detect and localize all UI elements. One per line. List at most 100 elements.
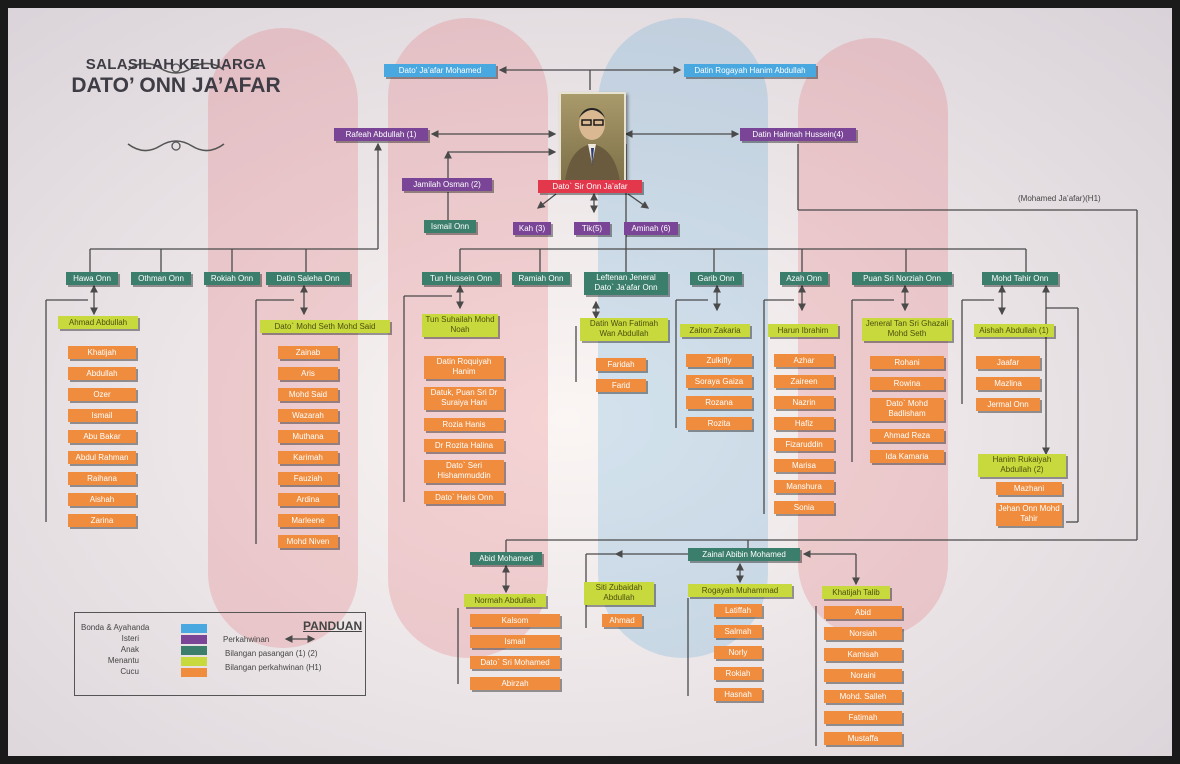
grandchild-khatijah: Kamisah [824, 648, 902, 661]
grandchild-garib: Soraya Gaiza [686, 375, 752, 388]
grandchild-saleha: Marleene [278, 514, 338, 527]
child-hussein: Tun Hussein Onn [422, 272, 500, 285]
child-norziah: Puan Sri Norziah Onn [852, 272, 952, 285]
grandchild-rogayah: Salmah [714, 625, 762, 638]
legend-label: Isteri [121, 634, 139, 643]
inlaw-aishah: Aishah Abdullah (1) [974, 324, 1054, 337]
spouse-rafeah: Rafeah Abdullah (1) [334, 128, 428, 141]
inlaw-mohd-seth: Dato` Mohd Seth Mohd Said [260, 320, 390, 333]
background-shape [388, 18, 548, 658]
grandchild-garib: Zulkifly [686, 354, 752, 367]
family-tree-board: SALASILAH KELUARGA DATO’ ONN JA’AFAR Dat… [8, 8, 1172, 756]
grandchild-tahir2: Jehan Onn Mohd Tahir [996, 503, 1062, 526]
inlaw-ahmad-abdullah: Ahmad Abdullah [58, 316, 138, 329]
title-line-2: DATO’ ONN JA’AFAR [71, 74, 281, 97]
inlaw-suhailah: Tun Suhailah Mohd Noah [422, 314, 498, 337]
grandchild-rogayah: Latiffah [714, 604, 762, 617]
legend-label: Bonda & Ayahanda [81, 623, 150, 632]
grandchild-azah: Nazrin [774, 396, 834, 409]
spouse-halimah: Datin Halimah Hussein(4) [740, 128, 856, 141]
annotation-text: (Mohamed Ja’afar)(H1) [1018, 194, 1101, 203]
grandchild-azah: Hafiz [774, 417, 834, 430]
legend-swatch [181, 646, 207, 655]
inlaw-wan-fatimah: Datin Wan Fatimah Wan Abdullah [580, 318, 668, 341]
grandchild-hawa: Abdullah [68, 367, 136, 380]
grandchild-azah: Zaireen [774, 375, 834, 388]
grandchild-rogayah: Norly [714, 646, 762, 659]
grandchild-hawa: Khatijah [68, 346, 136, 359]
legend-label: Anak [120, 645, 139, 654]
grandchild-azah: Sonia [774, 501, 834, 514]
grandchild-khatijah: Noraini [824, 669, 902, 682]
grandchild-azah: Fizaruddin [774, 438, 834, 451]
legend-swatch [181, 624, 207, 633]
portrait-image [559, 92, 626, 184]
inlaw-rogayah: Rogayah Muhammad [688, 584, 792, 597]
inlaw-ghazali: Jeneral Tan Sri Ghazali Mohd Seth [862, 318, 952, 341]
grandchild-norziah: Ida Kamaria [870, 450, 944, 463]
grandchild-tahir2: Mazhani [996, 482, 1062, 495]
child-ismail-onn: Ismail Onn [424, 220, 476, 233]
grandchild-hussein: Dato` Haris Onn [424, 491, 504, 504]
legend-title: PANDUAN [303, 619, 363, 633]
grandchild-tahir: Jermal Onn [976, 398, 1040, 411]
grandchild-garib: Rozita [686, 417, 752, 430]
grandchild-norziah: Rohani [870, 356, 944, 369]
legend-swatch [181, 657, 207, 666]
inlaw-hanim-rukaiyah: Hanim Rukaiyah Abdullah (2) [978, 454, 1066, 477]
mother-node: Datin Rogayah Hanim Abdullah [684, 64, 816, 77]
legend-swatch [181, 668, 207, 677]
child-jaafar: Leftenan Jeneral Dato` Ja’afar Onn [584, 272, 668, 295]
grandchild-jaafar: Faridah [596, 358, 646, 371]
grandchild-khatijah: Abid [824, 606, 902, 619]
grandchild-saleha: Karimah [278, 451, 338, 464]
grandchild-abid: Abirzah [470, 677, 560, 690]
main-person-node: Dato` Sir Onn Ja’afar [538, 180, 642, 193]
grandchild-abid: Dato` Sri Mohamed [470, 656, 560, 669]
grandchild-hawa: Zarina [68, 514, 136, 527]
grandchild-saleha: Mohd Said [278, 388, 338, 401]
grandchild-hussein: Datuk, Puan Sri Dr Suraiya Hani [424, 387, 504, 410]
grandchild-tahir: Mazlina [976, 377, 1040, 390]
grandchild-khatijah: Mohd. Salleh [824, 690, 902, 703]
spouse-kah: Kah (3) [513, 222, 551, 235]
grandchild-khatijah: Fatimah [824, 711, 902, 724]
legend-rule: Bilangan pasangan (1) (2) [225, 649, 318, 658]
legend-rule: Perkahwinan [223, 635, 270, 644]
grandchild-hussein: Dr Rozita Halina [424, 439, 504, 452]
grandchild-tahir: Jaafar [976, 356, 1040, 369]
legend-label: Menantu [107, 656, 139, 665]
spouse-tik: Tik(5) [574, 222, 610, 235]
grandchild-saleha: Muthana [278, 430, 338, 443]
grandchild-jaafar: Farid [596, 379, 646, 392]
grandchild-azah: Marisa [774, 459, 834, 472]
inlaw-khatijah-talib: Khatijah Talib [822, 586, 890, 599]
ornament-top [127, 62, 225, 74]
grandchild-hawa: Abu Bakar [68, 430, 136, 443]
grandchild-khatijah: Norsiah [824, 627, 902, 640]
grandchild-garib: Rozana [686, 396, 752, 409]
diagram-title: SALASILAH KELUARGA DATO’ ONN JA’AFAR [64, 56, 288, 98]
grandchild-hussein: Dato` Seri Hishammuddin [424, 460, 504, 483]
grandchild-hawa: Ismail [68, 409, 136, 422]
grandchild-rogayah: Rokiah [714, 667, 762, 680]
legend-swatch [181, 635, 207, 644]
grandchild-norziah: Ahmad Reza [870, 429, 944, 442]
ornament-bottom [127, 140, 225, 152]
grandchild-siti: Ahmad [602, 614, 642, 627]
child-othman: Othman Onn [131, 272, 191, 285]
inlaw-siti-zubaidah: Siti Zubaidah Abdullah [584, 582, 654, 605]
child-hawa: Hawa Onn [66, 272, 118, 285]
inlaw-zaiton: Zaiton Zakaria [680, 324, 750, 337]
grandchild-hussein: Rozia Hanis [424, 418, 504, 431]
child-garib: Garib Onn [690, 272, 742, 285]
grandchild-hawa: Aishah [68, 493, 136, 506]
child-azah: Azah Onn [780, 272, 828, 285]
grandchild-saleha: Wazarah [278, 409, 338, 422]
grandchild-azah: Manshura [774, 480, 834, 493]
grandchild-abid: Kalsom [470, 614, 560, 627]
grandchild-hawa: Ozer [68, 388, 136, 401]
grandchild-azah: Azhar [774, 354, 834, 367]
grandchild-hawa: Abdul Rahman [68, 451, 136, 464]
